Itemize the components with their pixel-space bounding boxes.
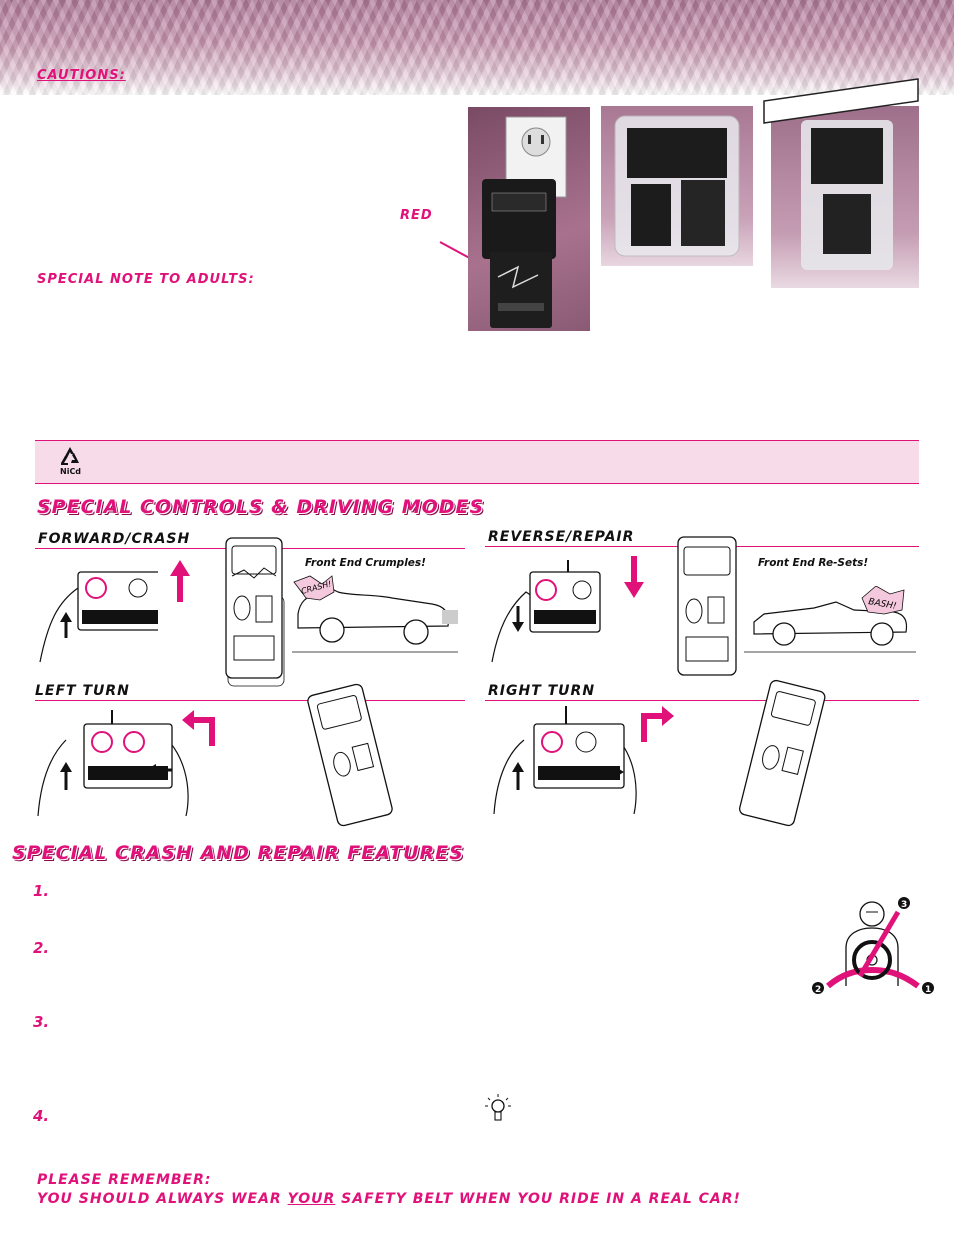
crash-repair-title: SPECIAL CRASH AND REPAIR FEATURES (12, 842, 464, 864)
special-note-heading: SPECIAL NOTE TO ADULTS: (37, 272, 255, 287)
reverse-callout: Front End Re-Sets! (758, 557, 869, 569)
left-turn-car-topview (307, 683, 393, 827)
bash-sound-text: BASH! (867, 597, 897, 612)
dummy-marker-1: 1 (925, 985, 931, 995)
left-turn-controller-illustration (37, 710, 189, 817)
forward-arrow-icon (170, 560, 190, 602)
forward-car-topview (225, 537, 285, 687)
remember-text-start: YOU SHOULD ALWAYS WEAR (37, 1191, 288, 1207)
recycle-icon (61, 447, 79, 465)
special-controls-title: SPECIAL CONTROLS & DRIVING MODES (37, 496, 485, 518)
header-banner (0, 0, 954, 95)
charger-photo (468, 107, 590, 331)
feature-number-1: 1. (33, 882, 50, 900)
battery-pack-photo (601, 106, 753, 266)
reverse-controller-illustration (491, 560, 601, 663)
feature-number-2: 2. (33, 939, 50, 957)
forward-callout: Front End Crumples! (305, 557, 426, 569)
left-rule (35, 700, 465, 701)
dummy-marker-2: 2 (815, 985, 821, 995)
right-rule (485, 700, 919, 701)
remember-emphasis: YOUR (287, 1191, 336, 1207)
crash-dummy-illustration: 3 2 1 (812, 897, 934, 995)
dummy-marker-3: 3 (901, 900, 907, 910)
left-turn-label: LEFT TURN (35, 683, 130, 699)
forward-crash-label: FORWARD/CRASH (38, 531, 191, 547)
remember-heading: PLEASE REMEMBER: (37, 1172, 212, 1188)
remember-text-end: SAFETY BELT WHEN YOU RIDE IN A REAL CAR! (335, 1191, 741, 1207)
forward-crash-car: CRASH! (292, 575, 458, 653)
battery-card-photo (771, 106, 919, 288)
red-label: RED (400, 208, 433, 223)
left-turn-arrow-icon (182, 710, 215, 746)
reverse-car-topview (677, 536, 737, 676)
nicd-label: NiCd (60, 467, 82, 476)
forward-controller-illustration (39, 571, 158, 663)
feature-number-3: 3. (33, 1013, 50, 1031)
reverse-repair-label: REVERSE/REPAIR (488, 529, 635, 545)
reverse-repair-car: BASH! (744, 586, 916, 653)
right-turn-arrow-icon (641, 706, 674, 742)
cautions-heading: CAUTIONS: (37, 68, 126, 83)
feature-number-4: 4. (33, 1107, 50, 1125)
label-box (763, 78, 919, 124)
recycle-info-bar: NiCd (35, 440, 919, 484)
remember-text: YOU SHOULD ALWAYS WEAR YOUR SAFETY BELT … (37, 1191, 741, 1207)
reverse-arrow-icon (624, 556, 644, 598)
right-turn-label: RIGHT TURN (488, 683, 596, 699)
lightbulb-icon (485, 1094, 511, 1121)
right-turn-car-topview (739, 679, 826, 827)
right-turn-controller-illustration (493, 706, 637, 815)
